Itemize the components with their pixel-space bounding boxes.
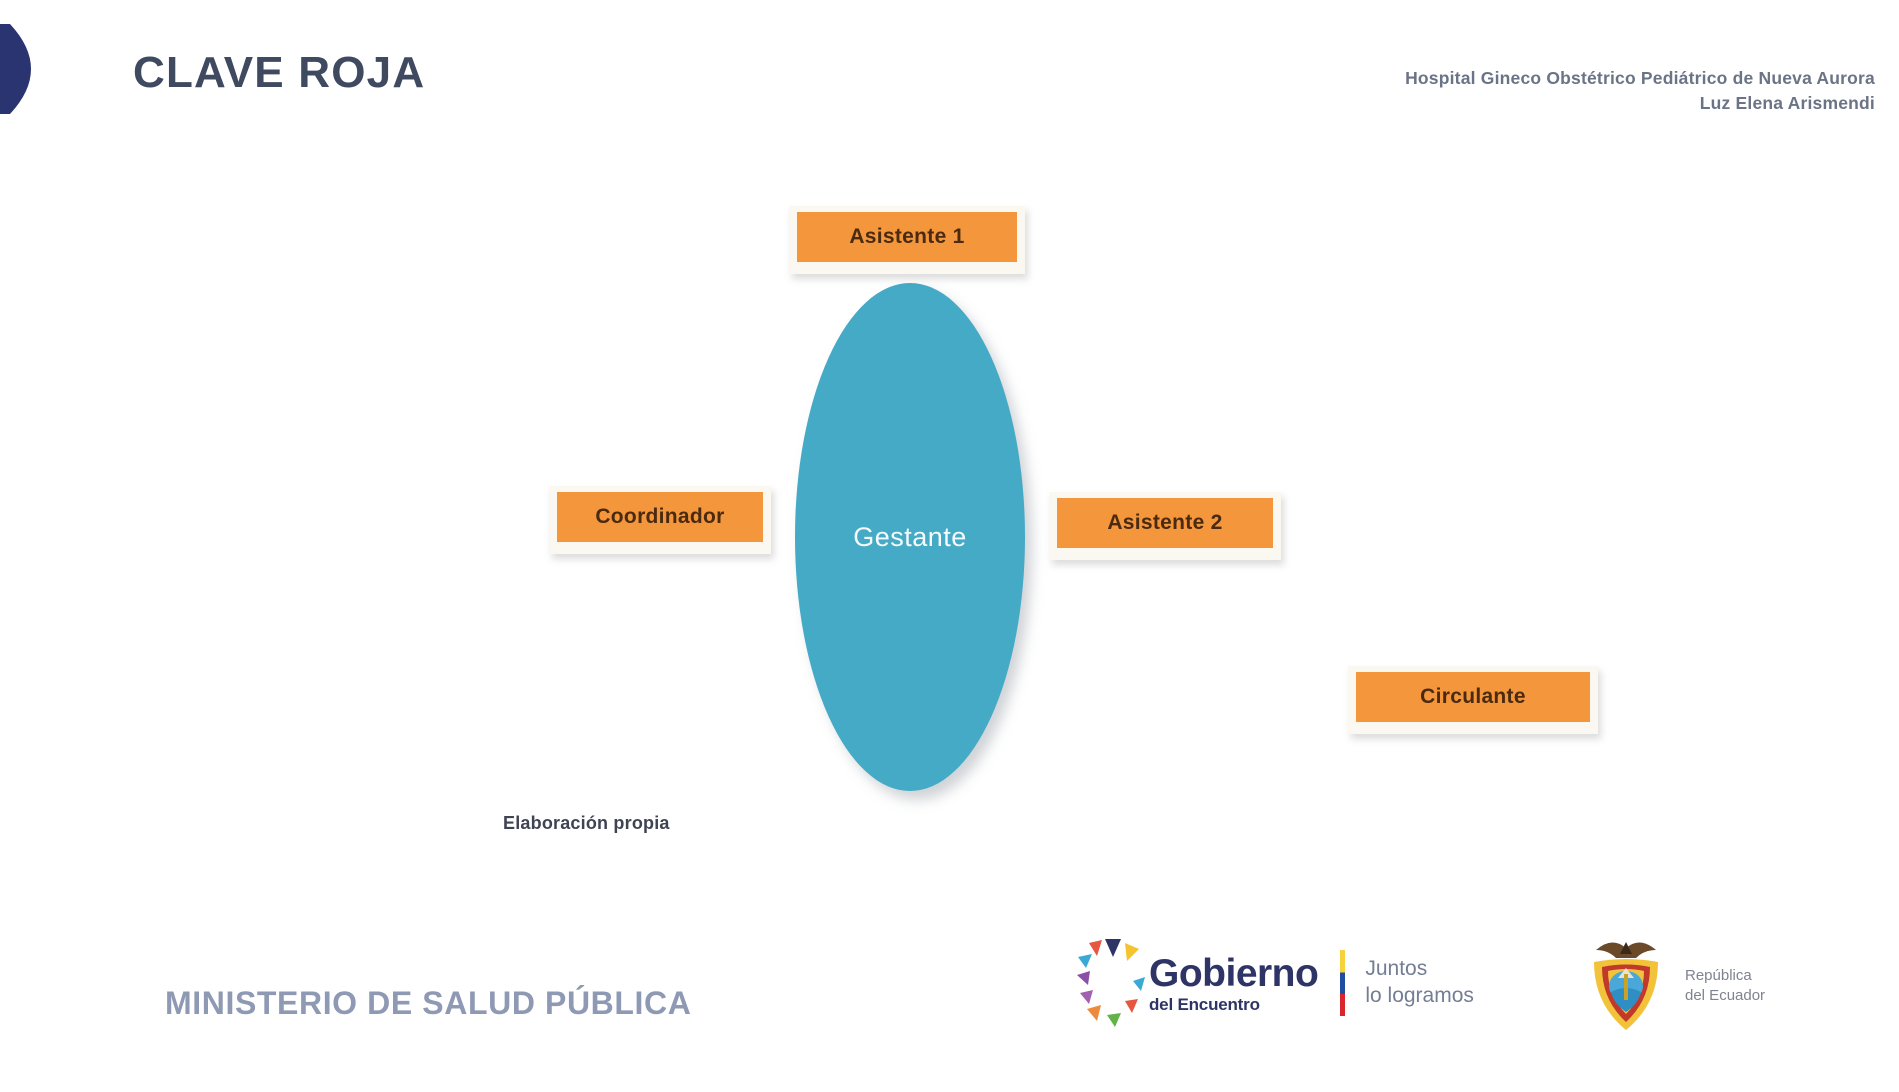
diagram-node-asistente-1: Asistente 1: [789, 206, 1025, 274]
header-author: Luz Elena Arismendi: [1699, 93, 1875, 114]
diagram-node-label: Asistente 2: [1057, 498, 1273, 548]
gobierno-main-text: Gobierno: [1149, 951, 1319, 995]
ecuador-line2: del Ecuador: [1685, 987, 1766, 1004]
ecuador-coat-of-arms-icon: [1580, 934, 1672, 1038]
diagram-node-asistente-2: Asistente 2: [1049, 492, 1281, 560]
header-affiliation: Hospital Gineco Obstétrico Pediátrico de…: [1405, 66, 1875, 117]
ecuador-wordmark: República del Ecuador: [1685, 966, 1765, 1007]
multicolor-arrows-icon: [1075, 937, 1145, 1029]
diagram-node-coordinador: Coordinador: [549, 486, 771, 554]
gobierno-tagline: Juntos lo logramos: [1365, 956, 1474, 1010]
diagram-node-label: Asistente 1: [797, 212, 1017, 262]
gobierno-logo: Gobierno del Encuentro Juntos lo logramo…: [1075, 928, 1474, 1038]
diagram-node-label: Coordinador: [557, 492, 763, 542]
header-institution: Hospital Gineco Obstétrico Pediátrico de…: [1405, 68, 1875, 88]
gobierno-wordmark: Gobierno del Encuentro: [1149, 951, 1319, 1014]
diagram-caption: Elaboración propia: [503, 813, 670, 833]
diagram-node-circulante: Circulante: [1348, 666, 1598, 734]
gobierno-sub-text: del Encuentro: [1149, 994, 1260, 1014]
ministry-wordmark: MINISTERIO DE SALUD PÚBLICA: [165, 985, 692, 1021]
diagram-center-label: Gestante: [853, 521, 967, 552]
diagram-center-gestante: Gestante: [795, 283, 1025, 791]
page-title: CLAVE ROJA: [133, 48, 426, 97]
gobierno-tagline-line2: lo logramos: [1365, 984, 1474, 1007]
gobierno-tagline-line1: Juntos: [1365, 957, 1428, 981]
ecuador-logo: República del Ecuador: [1580, 930, 1765, 1042]
ecuador-line1: República: [1685, 966, 1752, 984]
ecuador-flag-bar-icon: [1340, 950, 1346, 1016]
diagram-node-label: Circulante: [1356, 672, 1590, 722]
navy-arrow-logo: [0, 20, 58, 118]
